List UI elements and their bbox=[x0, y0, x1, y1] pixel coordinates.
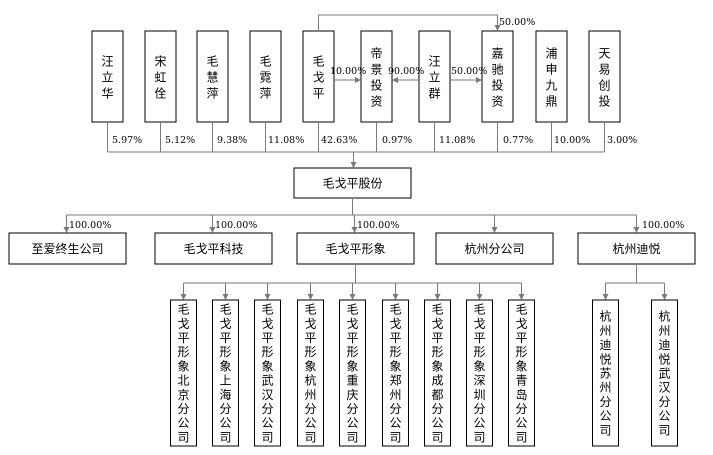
xingxiang-branch-box: 毛戈平形象上海分公司 bbox=[212, 299, 239, 447]
diyue-branch-connectors bbox=[602, 264, 668, 300]
xingxiang-branch-box: 毛戈平形象杭州分公司 bbox=[297, 299, 324, 447]
subsidiary-name: 杭州分公司 bbox=[464, 241, 524, 256]
subsidiary-box-hangzhou-diyue: 杭州迪悦 bbox=[577, 232, 696, 265]
shareholder-name: 汪立群 bbox=[428, 55, 440, 101]
pct-mao-huiping: 9.38% bbox=[217, 135, 247, 146]
subsidiary-name: 至爱终生公司 bbox=[31, 241, 103, 256]
pct-maogeping-to-jiachi: 50.00% bbox=[499, 17, 535, 28]
shareholder-box-song-hongquan: 宋虹佺 bbox=[144, 30, 177, 123]
shareholder-box-mao-huiping: 毛慧萍 bbox=[196, 30, 229, 123]
pct-wang-liqun: 11.08% bbox=[439, 135, 475, 146]
shareholder-name: 浦申九鼎 bbox=[545, 47, 557, 109]
xingxiang-branches: 毛戈平形象北京分公司 毛戈平形象上海分公司 毛戈平形象武汉分公司 毛戈平形象杭州分公司… bbox=[170, 299, 535, 447]
subsidiary-connectors bbox=[63, 198, 640, 233]
xingxiang-branch-name: 毛戈平形象深圳分公司 bbox=[473, 303, 485, 445]
subsidiary-name: 杭州迪悦 bbox=[612, 241, 660, 256]
xingxiang-branch-name: 毛戈平形象杭州分公司 bbox=[304, 303, 316, 445]
diyue-branch-box: 杭州迪悦苏州分公司 bbox=[592, 299, 619, 447]
xingxiang-branch-name: 毛戈平形象重庆分公司 bbox=[346, 303, 358, 445]
xingxiang-branch-box: 毛戈平形象重庆分公司 bbox=[339, 299, 366, 447]
subsidiary-box-maogeping-xingxiang: 毛戈平形象 bbox=[296, 232, 415, 265]
pct-tianyi-venture: 3.00% bbox=[607, 135, 637, 146]
shareholder-box-jiachi-investment: 嘉驰投资 bbox=[481, 30, 514, 123]
pct-song-hongquan: 5.12% bbox=[165, 135, 195, 146]
xingxiang-branch-box: 毛戈平形象武汉分公司 bbox=[254, 299, 281, 447]
pct-dijing-investment: 0.97% bbox=[382, 135, 412, 146]
shareholder-connectors bbox=[107, 122, 605, 168]
diyue-branch-name: 杭州迪悦武汉分公司 bbox=[658, 309, 670, 438]
xingxiang-branch-box: 毛戈平形象北京分公司 bbox=[170, 299, 197, 447]
xingxiang-branch-name: 毛戈平形象武汉分公司 bbox=[261, 303, 273, 445]
diyue-branch-box: 杭州迪悦武汉分公司 bbox=[651, 299, 678, 447]
shareholder-name: 汪立华 bbox=[101, 55, 113, 101]
subsidiary-box-hangzhou-branch: 杭州分公司 bbox=[435, 232, 554, 265]
shareholder-name: 毛霓萍 bbox=[259, 55, 271, 101]
shareholder-box-tianyi-venture: 天易创投 bbox=[588, 30, 621, 123]
company-name: 毛戈平股份 bbox=[322, 177, 382, 191]
shareholder-box-mao-niping: 毛霓萍 bbox=[249, 30, 282, 123]
pct-mao-niping: 11.08% bbox=[268, 135, 304, 146]
shareholder-box-wang-liqun: 汪立群 bbox=[418, 30, 451, 123]
diyue-branches: 杭州迪悦苏州分公司 杭州迪悦武汉分公司 bbox=[592, 299, 678, 447]
xingxiang-branch-box: 毛戈平形象青岛分公司 bbox=[508, 299, 535, 447]
shareholder-name: 帝景投资 bbox=[370, 46, 382, 109]
subsidiary-name: 毛戈平形象 bbox=[325, 242, 385, 256]
subsidiary-name: 毛戈平科技 bbox=[183, 242, 243, 256]
xingxiang-branch-connectors bbox=[180, 264, 525, 300]
xingxiang-branch-name: 毛戈平形象北京分公司 bbox=[177, 303, 189, 445]
pct-wangliqun-to-dijing: 90.00% bbox=[388, 66, 424, 77]
pct-hangzhou-diyue: 100.00% bbox=[642, 220, 684, 231]
shareholder-box-wang-lihua: 汪立华 bbox=[91, 30, 124, 123]
pct-maogeping-xingxiang: 100.00% bbox=[357, 220, 399, 231]
shareholder-name: 宋虹佺 bbox=[154, 54, 166, 101]
xingxiang-branch-box: 毛戈平形象深圳分公司 bbox=[466, 299, 493, 447]
shareholder-name: 嘉驰投资 bbox=[491, 47, 503, 109]
pct-jiachi-investment: 0.77% bbox=[503, 135, 533, 146]
xingxiang-branch-name: 毛戈平形象青岛分公司 bbox=[515, 303, 527, 445]
pct-mao-geping: 42.63% bbox=[321, 135, 357, 146]
shareholder-box-pushen-jiuding: 浦申九鼎 bbox=[535, 30, 568, 123]
shareholder-box-mao-geping: 毛戈平 bbox=[302, 30, 335, 123]
pct-maogeping-tech: 100.00% bbox=[215, 220, 257, 231]
xingxiang-branch-box: 毛戈平形象郑州分公司 bbox=[382, 299, 409, 447]
pct-maogeping-to-dijing: 10.00% bbox=[330, 66, 366, 77]
xingxiang-branch-name: 毛戈平形象上海分公司 bbox=[219, 303, 231, 445]
xingxiang-branch-box: 毛戈平形象成都分公司 bbox=[424, 299, 451, 447]
shareholder-name: 毛慧萍 bbox=[206, 55, 218, 101]
xingxiang-branch-name: 毛戈平形象成都分公司 bbox=[431, 303, 443, 445]
pct-wangliqun-to-jiachi: 50.00% bbox=[451, 66, 487, 77]
diyue-branch-name: 杭州迪悦苏州分公司 bbox=[599, 309, 611, 438]
shareholder-name: 毛戈平 bbox=[312, 55, 324, 101]
subsidiary-box-zhiai: 至爱终生公司 bbox=[8, 232, 127, 265]
arrow-maogeping-to-jiachi bbox=[318, 14, 501, 31]
pct-zhiai: 100.00% bbox=[69, 220, 111, 231]
shareholder-box-dijing-investment: 帝景投资 bbox=[360, 30, 393, 123]
subsidiary-box-maogeping-tech: 毛戈平科技 bbox=[154, 232, 273, 265]
company-box: 毛戈平股份 bbox=[293, 167, 412, 199]
pct-wang-lihua: 5.97% bbox=[112, 135, 142, 146]
shareholder-name: 天易创投 bbox=[598, 47, 610, 109]
pct-pushen-jiuding: 10.00% bbox=[554, 135, 590, 146]
xingxiang-branch-name: 毛戈平形象郑州分公司 bbox=[389, 303, 401, 445]
